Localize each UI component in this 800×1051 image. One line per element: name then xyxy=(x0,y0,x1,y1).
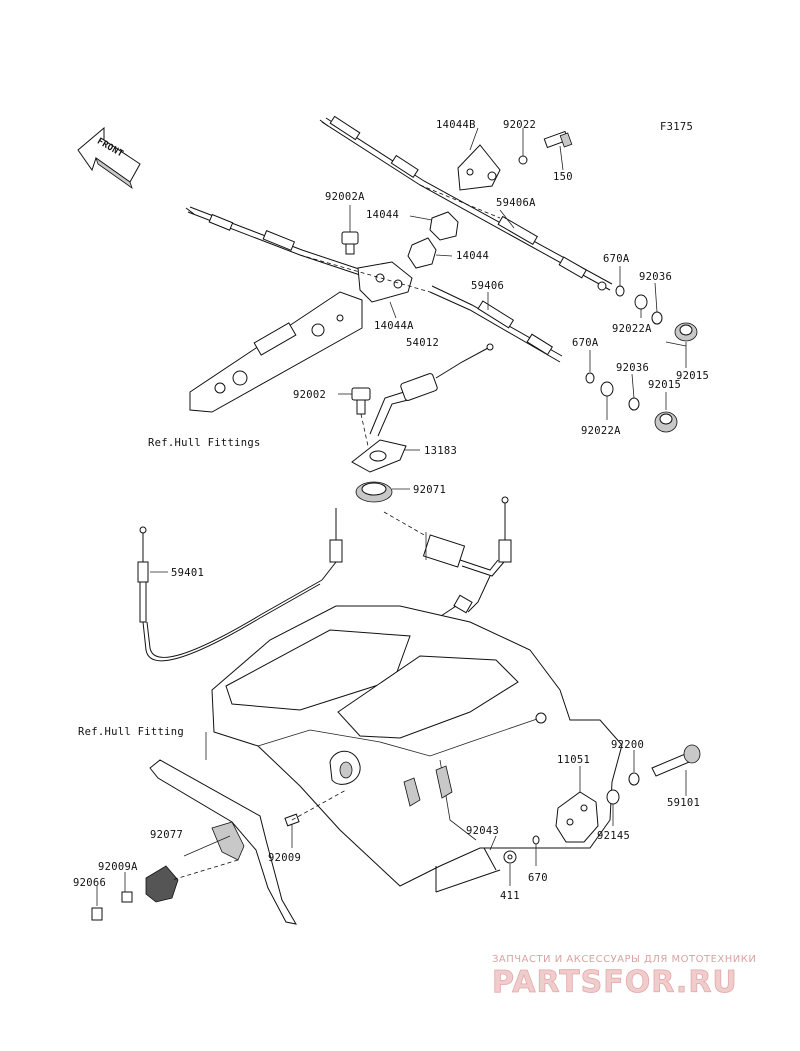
label-92036-bot: 92036 xyxy=(616,362,649,374)
washer-92022A-bot xyxy=(600,381,614,397)
label-54012: 54012 xyxy=(406,337,439,349)
label-59101: 59101 xyxy=(667,797,700,809)
leader-lines xyxy=(96,127,687,906)
washer-92022A-top xyxy=(634,294,648,310)
nut-92015-a xyxy=(674,322,698,342)
clip-92066 xyxy=(91,907,103,921)
nut-92015-b xyxy=(654,411,678,433)
figure-code: F3175 xyxy=(660,121,693,133)
bolt-92002 xyxy=(351,387,371,447)
pulley-11051 xyxy=(555,791,599,843)
label-92022-top: 92022 xyxy=(503,119,536,131)
label-92043: 92043 xyxy=(466,825,499,837)
label-670A-top: 670A xyxy=(603,253,630,265)
cable-59406A xyxy=(319,115,613,291)
label-92066: 92066 xyxy=(73,877,106,889)
washer-92145 xyxy=(606,789,620,805)
watermark-tagline: ЗАПЧАСТИ И АКСЕССУАРЫ ДЛЯ МОТОТЕХНИКИ xyxy=(492,954,756,965)
choke-knob-54012 xyxy=(369,343,494,437)
circlip-92036-bot xyxy=(628,397,640,411)
oring-670A-bot xyxy=(585,372,595,384)
label-92071: 92071 xyxy=(413,484,446,496)
plate-13183 xyxy=(351,439,407,473)
label-59401: 59401 xyxy=(171,567,204,579)
washer-92022 xyxy=(518,155,528,165)
label-670: 670 xyxy=(528,872,548,884)
cable-59406 xyxy=(185,206,563,363)
label-59406: 59406 xyxy=(471,280,504,292)
cable-lower-right xyxy=(422,496,512,628)
grommet-92071 xyxy=(355,481,427,537)
clamp-14044-a xyxy=(429,211,459,241)
label-13183: 13183 xyxy=(424,445,457,457)
label-92002A: 92002A xyxy=(325,191,365,203)
watermark: ЗАПЧАСТИ И АКСЕССУАРЫ ДЛЯ МОТОТЕХНИКИ PA… xyxy=(492,954,756,1000)
cable-59401 xyxy=(137,508,343,662)
oring-670A-top xyxy=(615,285,625,297)
side-panel xyxy=(149,759,297,925)
label-92145: 92145 xyxy=(597,830,630,842)
label-92200: 92200 xyxy=(611,739,644,751)
bracket-14044B xyxy=(457,144,501,191)
shaft-59101 xyxy=(651,744,701,777)
screw-92009A xyxy=(121,891,133,903)
label-670A-bot: 670A xyxy=(572,337,599,349)
clamp-14044-b xyxy=(407,237,437,269)
pin-92043 xyxy=(483,847,497,871)
ref-hull-fittings: Ref.Hull Fittings xyxy=(148,437,261,449)
label-92015-a: 92015 xyxy=(676,370,709,382)
label-92009A: 92009A xyxy=(98,861,138,873)
label-92009: 92009 xyxy=(268,852,301,864)
label-92077: 92077 xyxy=(150,829,183,841)
label-92036-top: 92036 xyxy=(639,271,672,283)
front-arrow-icon: FRONT xyxy=(77,126,141,190)
bolt-150 xyxy=(543,130,573,149)
bolt-92002A xyxy=(341,231,359,255)
label-92002: 92002 xyxy=(293,389,326,401)
oring-670 xyxy=(532,835,540,845)
label-92022A-top: 92022A xyxy=(612,323,652,335)
cap-92077 xyxy=(145,865,179,903)
hull-body xyxy=(211,605,623,887)
washer-92200 xyxy=(628,772,640,786)
label-59406A: 59406A xyxy=(496,197,536,209)
circlip-92036-top xyxy=(651,311,663,325)
ref-hull-fitting: Ref.Hull Fitting xyxy=(78,726,184,738)
label-11051: 11051 xyxy=(557,754,590,766)
label-92022A-bot: 92022A xyxy=(581,425,621,437)
label-14044B: 14044B xyxy=(436,119,476,131)
bracket-plate xyxy=(189,261,413,413)
washer-411 xyxy=(503,850,517,864)
part-labels: 14044B 92022 150 92002A 14044 59406A 140… xyxy=(73,119,709,902)
label-14044A: 14044A xyxy=(374,320,414,332)
label-411: 411 xyxy=(500,890,520,902)
label-14044-a: 14044 xyxy=(366,209,399,221)
watermark-brand: PARTSFOR.RU xyxy=(492,965,738,1000)
label-14044-b: 14044 xyxy=(456,250,489,262)
label-92015-b: 92015 xyxy=(648,379,681,391)
label-150: 150 xyxy=(553,171,573,183)
